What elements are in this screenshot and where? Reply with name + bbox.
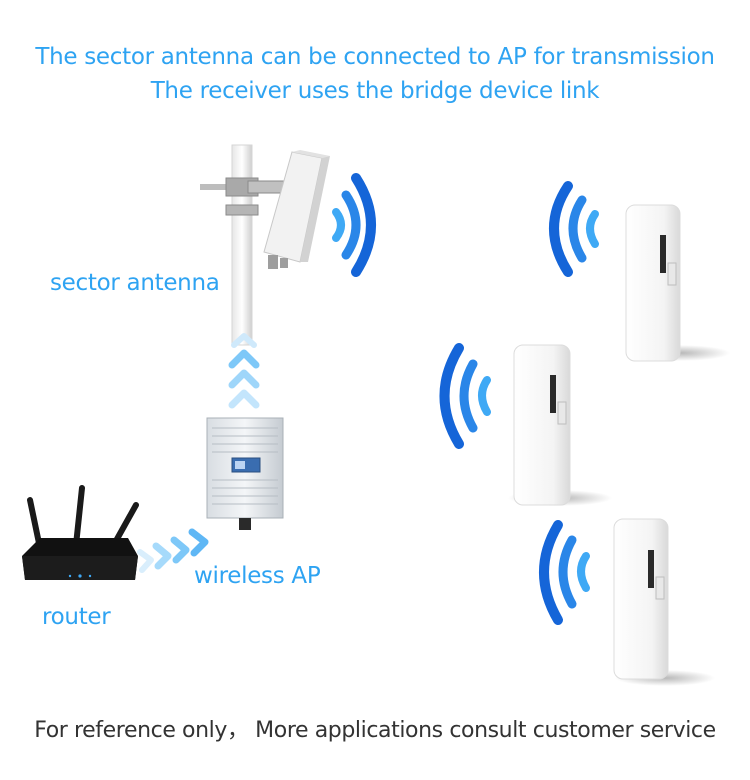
chevron-arrows-icon <box>232 336 256 405</box>
router-label: router <box>42 604 110 630</box>
signal-waves-icon <box>336 178 371 272</box>
bridge-device-icon <box>508 345 612 506</box>
wireless-ap-label: wireless AP <box>194 563 320 589</box>
sector-antenna-icon <box>200 145 330 345</box>
bridge-device-icon <box>614 519 715 686</box>
bridge-device-icon <box>626 205 730 361</box>
wireless-ap-icon <box>207 418 283 530</box>
signal-waves-icon <box>554 186 595 272</box>
router-icon <box>22 488 138 580</box>
sector-antenna-label: sector antenna <box>50 270 220 296</box>
signal-waves-icon <box>544 525 586 620</box>
footer-note: For reference only， More applications co… <box>0 712 750 744</box>
signal-waves-icon <box>445 348 488 444</box>
